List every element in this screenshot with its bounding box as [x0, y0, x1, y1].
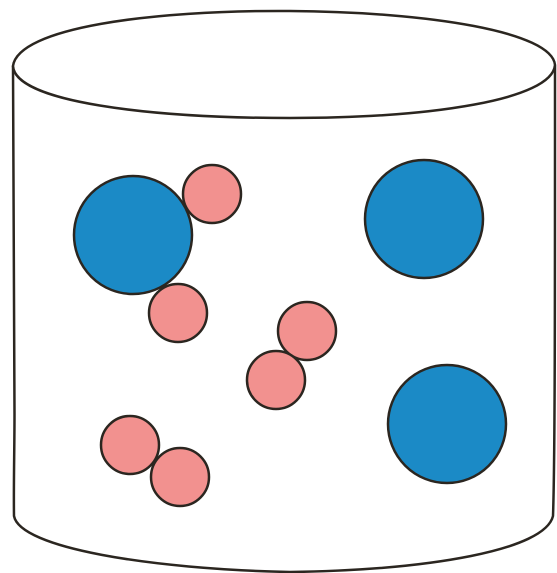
large-particle: [365, 160, 483, 278]
small-particle: [183, 165, 241, 223]
small-particle: [278, 302, 336, 360]
small-particle: [149, 284, 207, 342]
large-particle: [388, 365, 506, 483]
large-particle: [74, 176, 192, 294]
small-particle: [101, 416, 159, 474]
small-particle: [151, 448, 209, 506]
small-particle: [247, 351, 305, 409]
cylinder-top-rim: [13, 11, 555, 118]
